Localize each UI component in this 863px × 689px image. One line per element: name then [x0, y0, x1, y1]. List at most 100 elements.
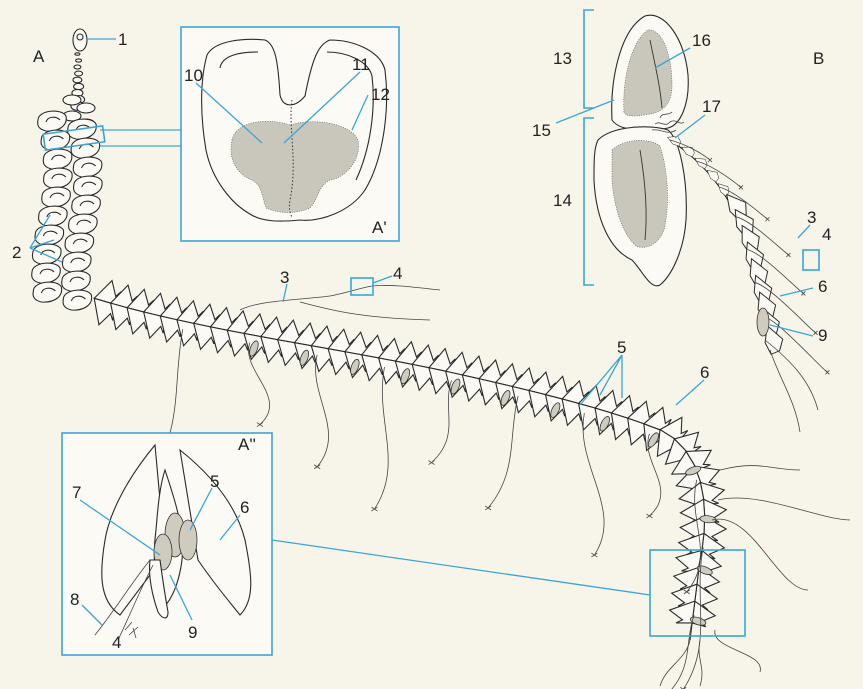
nectophore-ostium: [81, 181, 97, 188]
b-bract-shape: [681, 146, 695, 158]
nectophore-inner-rim: [219, 51, 374, 181]
tentacle: [659, 639, 691, 687]
bract-pair: [527, 370, 557, 418]
b-bract-shape: [706, 169, 719, 183]
nectophore: [37, 205, 68, 227]
nectophore-ostium: [79, 200, 95, 207]
callout-2: 2: [12, 243, 21, 262]
callout-4: 4: [393, 264, 402, 283]
b-bract: [681, 146, 695, 158]
leader-5b: [599, 354, 623, 396]
leader-2c: [29, 239, 55, 249]
inset-a-prime: 10 11 12 A': [180, 26, 400, 242]
budding-zone: [62, 52, 96, 130]
leader-10: [195, 82, 263, 144]
nectophore-ostium: [70, 257, 86, 264]
nectophore-ostium: [72, 238, 88, 245]
panel-b: 13 14 15 16 17 3 4 6 9 B: [532, 9, 831, 433]
callout-17: 17: [702, 97, 721, 116]
callout-11: 11: [352, 55, 370, 74]
nectophore: [61, 270, 91, 292]
gonophore-clusters: [249, 340, 717, 626]
tentacle: [299, 301, 431, 321]
tentillum-small: [124, 621, 139, 639]
nectophore: [71, 194, 101, 216]
tentacle: [686, 479, 701, 593]
gonophore: [299, 349, 310, 366]
main-colony: [31, 28, 851, 689]
callout-4-b: 4: [822, 225, 831, 244]
leader-9-inset: [169, 574, 193, 621]
callout-9-b: 9: [818, 326, 827, 345]
nectophore-ostium: [46, 211, 62, 218]
b-tentillum: [786, 252, 791, 258]
nectophore: [62, 289, 93, 311]
leader-5a: [579, 354, 623, 406]
b-bract-shape: [694, 157, 708, 170]
b-bract: [694, 157, 708, 170]
tentacle: [698, 639, 703, 687]
nectophore-ostium: [76, 219, 92, 226]
tentillum: [371, 506, 378, 512]
b-box-4: [802, 249, 820, 271]
gonophore-b: [178, 519, 198, 561]
tentacle: [647, 433, 662, 517]
gonophore: [689, 616, 707, 626]
b-gonophore: [756, 307, 770, 337]
inset-source-nectophore: [42, 124, 106, 152]
callout-6-b: 6: [818, 277, 827, 296]
nectophore-ostium: [51, 154, 66, 161]
leader-2a: [29, 214, 51, 249]
b-tentillum: [801, 291, 806, 296]
tentillum: [683, 589, 691, 595]
nectophore-bud: [72, 76, 83, 84]
nectophore: [41, 186, 71, 208]
leader-15: [555, 99, 615, 124]
bract-pair: [461, 355, 490, 403]
tentacle: [582, 412, 605, 556]
b-tentacle: [755, 282, 816, 334]
inset-source-tentillum: [350, 277, 374, 296]
nectophore-bud: [76, 102, 96, 114]
callout-6-inset: 6: [240, 498, 249, 517]
panel-label-a-double-prime: A'': [238, 435, 256, 454]
nectophore-ostium: [48, 135, 64, 142]
b-tentacle: [719, 186, 768, 220]
leader-5-inset: [189, 487, 213, 531]
tentacle: [682, 547, 704, 689]
nectophore-ostium: [70, 295, 86, 302]
tentillum: [313, 464, 321, 470]
bract-pair: [175, 299, 204, 347]
gonophore: [685, 465, 702, 476]
gonophore: [350, 358, 360, 375]
inset-source-cormidium: [649, 549, 746, 637]
leader-8: [81, 604, 103, 626]
b-lower-canal: [639, 149, 647, 241]
callout-7: 7: [72, 483, 81, 502]
leader-12: [351, 94, 369, 131]
nectophore-ostium: [81, 162, 96, 169]
callout-5: 5: [617, 338, 626, 357]
nectophore-bud: [73, 64, 82, 70]
tentillum: [484, 505, 492, 511]
callout-13: 13: [553, 49, 572, 68]
nectophore-ostium: [49, 192, 65, 199]
callout-8: 8: [70, 590, 79, 609]
nectophore: [37, 110, 67, 132]
b-tentillum: [707, 157, 713, 163]
leader-7: [79, 499, 161, 556]
bract-pair: [477, 358, 507, 406]
tentacle: [371, 285, 441, 291]
b-tentillum: [738, 184, 744, 190]
tentacle: [717, 497, 851, 521]
tentacle: [315, 354, 329, 468]
bracket-14: [583, 117, 594, 286]
b-bract: [706, 169, 719, 183]
gonophore: [699, 515, 717, 524]
tentacle: [248, 342, 270, 425]
leader-16: [654, 47, 691, 69]
gonophore: [550, 402, 561, 418]
b-tentillum: [813, 330, 818, 336]
nectophore-column: [31, 110, 103, 311]
gonophore: [500, 390, 511, 406]
